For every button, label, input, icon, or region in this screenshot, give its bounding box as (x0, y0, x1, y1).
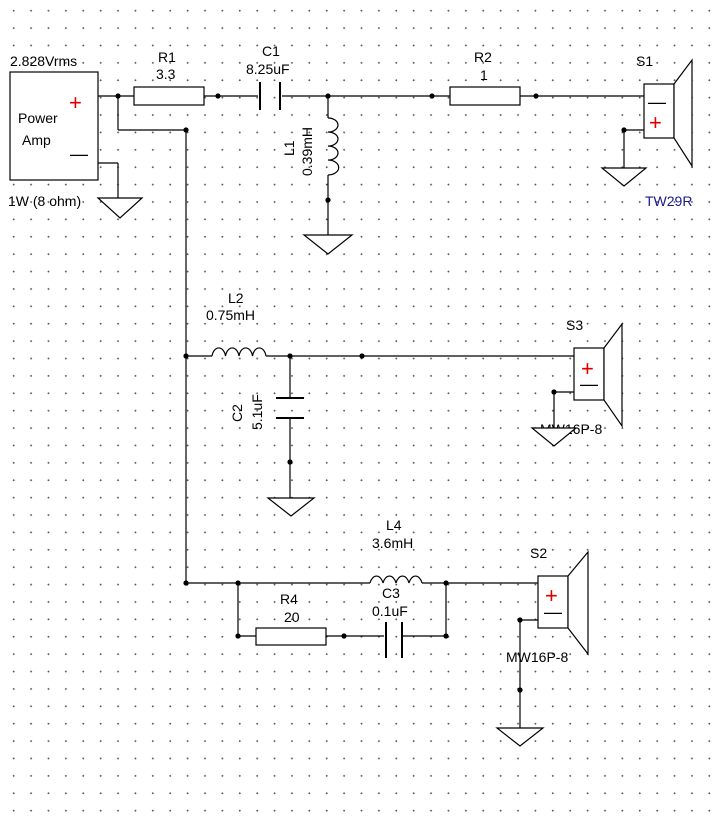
l2-ref: L2 (228, 290, 244, 306)
source-label-line2: Amp (22, 132, 51, 148)
ground-symbols (96, 167, 648, 747)
c1-value: 8.25uF (246, 61, 290, 77)
s2-ref: S2 (530, 545, 547, 561)
r2-ref: R2 (474, 49, 492, 65)
resistor-r4[interactable]: R4 20 (255, 591, 327, 646)
speaker-s3-plus-icon: + (581, 356, 594, 381)
power-amp-source[interactable]: Power Amp + — (9, 71, 99, 181)
c3-ref: C3 (382, 585, 400, 601)
junctions (115, 93, 627, 693)
speaker-s2[interactable]: + — S2 MW16P-8 (506, 545, 589, 665)
ground-icon-s2 (495, 727, 545, 747)
resistor-r1[interactable]: R1 3.3 (133, 49, 205, 106)
source-label-line1: Power (18, 110, 58, 126)
ground-icon-c2 (266, 497, 316, 517)
speaker-s2-plus-icon: + (545, 583, 558, 608)
speaker-s3-minus-icon: — (580, 374, 598, 394)
s1-ref: S1 (636, 53, 653, 69)
speaker-s1-plus-icon: + (649, 110, 662, 135)
inductor-l1[interactable]: L1 0.39mH (281, 117, 340, 176)
plus-icon: + (69, 90, 82, 115)
capacitor-c1[interactable]: C1 8.25uF (246, 43, 290, 110)
r1-value: 3.3 (156, 66, 176, 82)
capacitor-c3[interactable]: C3 0.1uF (372, 585, 408, 658)
l2-value: 0.75mH (206, 307, 255, 323)
s2-model: MW16P-8 (506, 649, 568, 665)
l1-value: 0.39mH (299, 127, 315, 176)
speaker-s1[interactable]: — + S1 TW29R (636, 53, 693, 209)
wires (98, 95, 644, 728)
s1-model: TW29R (645, 193, 692, 209)
c1-ref: C1 (262, 43, 280, 59)
r1-ref: R1 (158, 49, 176, 65)
speaker-s3[interactable]: + — S3 MW16P-8 (540, 317, 623, 437)
inductor-l4[interactable]: L4 3.6mH (369, 517, 423, 584)
resistor-r2[interactable]: R2 1 (449, 49, 521, 106)
ground-icon-s3 (530, 427, 578, 447)
l1-ref: L1 (281, 140, 297, 156)
inductor-l2[interactable]: L2 0.75mH (206, 290, 267, 357)
s3-ref: S3 (566, 317, 583, 333)
ground-icon-l1 (302, 234, 354, 255)
speaker-s2-minus-icon: — (544, 602, 562, 622)
r4-value: 20 (284, 609, 300, 625)
r2-value: 1 (480, 67, 488, 83)
ground-icon-amp (96, 197, 144, 219)
source-voltage-label: 2.828Vrms (10, 53, 77, 69)
speaker-s1-minus-icon: — (648, 92, 666, 112)
c3-value: 0.1uF (372, 603, 408, 619)
l4-value: 3.6mH (372, 535, 413, 551)
minus-icon: — (70, 144, 88, 164)
l4-ref: L4 (386, 517, 402, 533)
c2-ref: C2 (229, 404, 245, 422)
source-power-rating: 1W (8 ohm) (8, 193, 81, 209)
capacitor-c2[interactable]: C2 5.1uF (229, 394, 304, 430)
ground-icon-s1 (600, 167, 648, 187)
c2-value: 5.1uF (249, 394, 265, 430)
r4-ref: R4 (280, 591, 298, 607)
